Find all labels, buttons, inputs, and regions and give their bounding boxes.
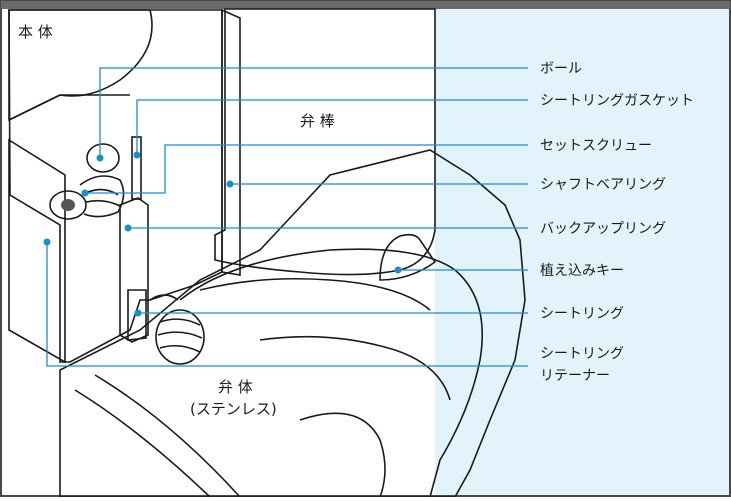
valve-disc [59, 149, 526, 498]
callout-embedded-key: 植え込みキー [540, 263, 624, 279]
seat-ring [127, 289, 147, 341]
disc-curve-left2 [94, 374, 241, 498]
dot-shaft-bearing [226, 180, 234, 188]
leader-set-screw [85, 144, 528, 194]
top-border-bar [1, 1, 730, 9]
label-bentai-sub: (ステンレス) [190, 400, 277, 418]
disc-rim-step [199, 277, 431, 311]
dot-seat-ring [134, 309, 142, 317]
valve-body-lobe [8, 9, 153, 122]
disc-curve-mid [299, 412, 386, 498]
disc-curve-left [74, 389, 211, 498]
leader-dots [43, 151, 402, 317]
callout-seat-ring-gasket: シートリングガスケット [540, 93, 694, 109]
leader-lines [46, 67, 528, 367]
leader-seat-ring-gasket [136, 99, 528, 155]
embedded-key [379, 233, 437, 281]
ball [86, 143, 120, 173]
disc-rim-lower [259, 335, 451, 401]
callout-set-screw: セットスクリュー [540, 138, 652, 154]
dot-backup-ring [124, 224, 132, 232]
label-hontai: 本 体 [18, 23, 53, 41]
callout-retainer-line1: シートリング [540, 346, 624, 362]
callout-ball: ボール [540, 61, 582, 77]
dot-ball [96, 154, 104, 162]
set-screw-upper [49, 175, 125, 220]
dot-set-screw [81, 189, 89, 197]
set-screw-lower [149, 294, 205, 365]
leader-retainer [46, 242, 528, 367]
callout-shaft-bearing: シャフトベアリング [540, 177, 666, 193]
right-panel-background [435, 8, 729, 495]
valve-body-side [8, 138, 66, 364]
body-top-edge [8, 94, 130, 121]
leader-ball [99, 67, 528, 158]
callout-backup-ring: バックアップリング [540, 221, 666, 237]
callout-retainer-line2: リテーナー [540, 368, 610, 384]
valve-stem [214, 8, 436, 276]
dot-embedded-key [394, 266, 402, 274]
label-benbou: 弁 棒 [300, 112, 335, 130]
dot-retainer [43, 238, 51, 246]
dot-seat-ring-gasket [133, 151, 141, 159]
callout-seat-ring: シートリング [540, 306, 624, 322]
valve-body-top [8, 9, 223, 363]
label-bentai: 弁 体 [218, 378, 253, 396]
backup-ring [119, 197, 149, 343]
